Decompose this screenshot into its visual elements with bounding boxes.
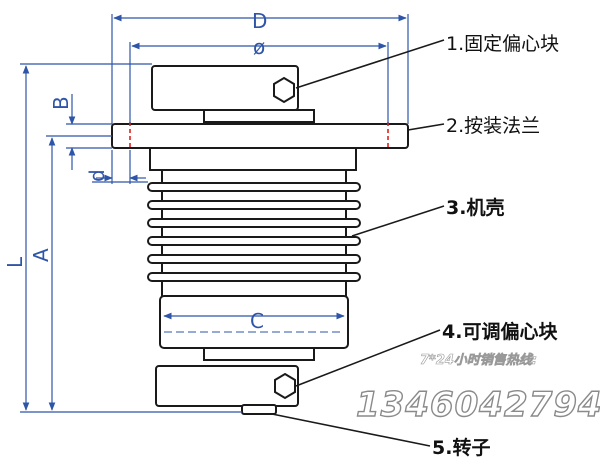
part-label-rotor: 5.转子	[432, 436, 490, 459]
cooling-fin	[147, 200, 361, 210]
cooling-fins	[147, 182, 361, 282]
hex-bolt-icon	[274, 372, 296, 400]
cooling-fin	[147, 182, 361, 192]
cooling-fin	[147, 218, 361, 228]
dimension-label-phi: ø	[253, 35, 265, 59]
part-label-housing: 3.机壳	[446, 196, 504, 219]
hex-bolt-icon	[273, 76, 295, 104]
leader-lines	[271, 39, 445, 447]
dimension-label-L: L	[3, 256, 27, 268]
dimension-label-d: d	[85, 169, 109, 182]
hotline-caption: 7*24小时销售热线:	[420, 352, 537, 368]
hotline-number: 13460427940	[356, 385, 600, 425]
dimension-label-A: A	[29, 248, 53, 262]
upper-shaft-neck	[203, 109, 315, 123]
flange-bolt-holes	[129, 122, 389, 150]
part-label-fixed-eccentric-block: 1.固定偏心块	[446, 33, 559, 55]
mounting-flange	[111, 123, 409, 149]
dimension-lines	[20, 14, 409, 413]
dimension-label-D: D	[252, 9, 267, 33]
housing-upper-ring	[149, 147, 357, 171]
dimension-label-C: C	[250, 309, 264, 333]
cooling-fin	[147, 236, 361, 246]
dimension-label-B: B	[49, 96, 73, 110]
rotor-end	[241, 404, 277, 415]
cooling-fin	[147, 254, 361, 264]
lower-shaft-neck	[203, 347, 315, 361]
part-label-mounting-flange: 2.按装法兰	[446, 115, 540, 137]
hex-bolts	[273, 76, 296, 400]
cooling-fin	[147, 272, 361, 282]
part-label-adjustable-eccentric-block: 4.可调偏心块	[442, 320, 558, 343]
